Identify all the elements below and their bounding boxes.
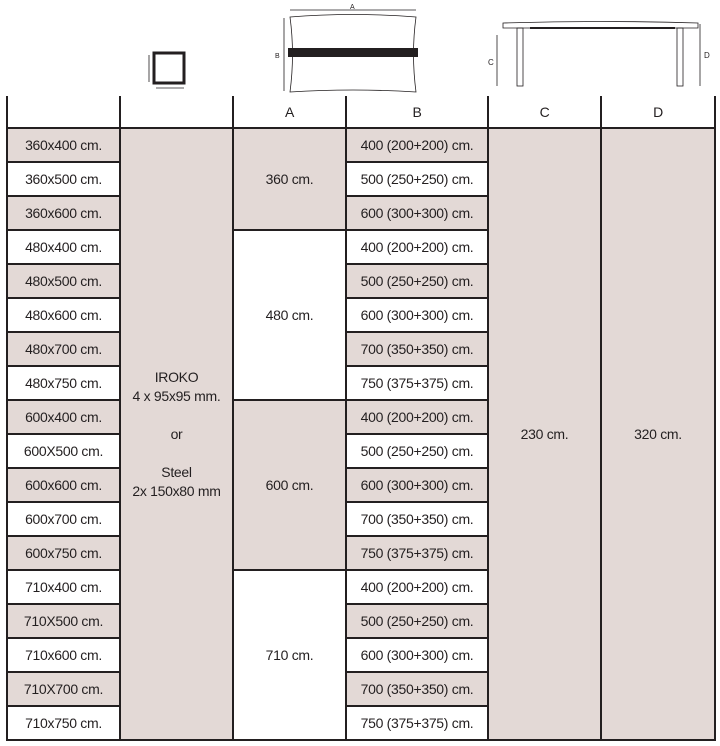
table-row: 480x700 cm. 700 (350+350) cm.: [6, 331, 715, 367]
size-cell: 360x600 cm.: [6, 195, 121, 231]
elevation-view-diagram: C D: [488, 21, 710, 87]
table-row: 480x750 cm. 750 (375+375) cm.: [6, 365, 715, 401]
table-row: 710x750 cm. 750 (375+375) cm.: [6, 705, 715, 741]
size-cell: 600X500 cm.: [6, 433, 121, 469]
material-line: 2x 150x80 mm: [132, 482, 221, 499]
a-group-cell: 710 cm.: [232, 569, 347, 741]
a-group-cell: 360 cm.: [232, 127, 347, 231]
table-row: 360x400 cm. IROKO 4 x 95x95 mm. or Steel…: [6, 127, 716, 741]
header-d: D: [600, 96, 716, 129]
size-cell: 710X500 cm.: [6, 603, 121, 639]
material-cell: IROKO 4 x 95x95 mm. or Steel 2x 150x80 m…: [119, 127, 234, 741]
d-value-cell: 320 cm.: [600, 127, 716, 741]
header-size: [6, 96, 121, 129]
size-cell: 480x750 cm.: [6, 365, 121, 401]
table-row: 360x500 cm. 500 (250+250) cm.: [6, 161, 715, 197]
header-a: A: [232, 96, 347, 129]
post-section-icon: [148, 51, 186, 89]
size-cell: 480x700 cm.: [6, 331, 121, 367]
b-cell: 400 (200+200) cm.: [345, 399, 489, 435]
plan-view-diagram: A B: [275, 4, 418, 93]
material-line: 4 x 95x95 mm.: [132, 387, 221, 404]
elev-label-c: C: [488, 58, 494, 67]
size-cell: 600x600 cm.: [6, 467, 121, 503]
header-b: B: [345, 96, 489, 129]
b-cell: 700 (350+350) cm.: [345, 331, 489, 367]
b-cell: 500 (250+250) cm.: [345, 263, 489, 299]
table-row: 360x600 cm. 600 (300+300) cm.: [6, 195, 715, 231]
size-cell: 360x400 cm.: [6, 127, 121, 163]
table-row: 710X700 cm. 700 (350+350) cm.: [6, 671, 715, 707]
table-row: 710X500 cm. 500 (250+250) cm.: [6, 603, 715, 639]
elev-label-d: D: [704, 51, 710, 60]
b-cell: 600 (300+300) cm.: [345, 637, 489, 673]
size-cell: 480x600 cm.: [6, 297, 121, 333]
dimension-diagrams: A B C D: [148, 4, 710, 93]
table-row: 480x600 cm. 600 (300+300) cm.: [6, 297, 715, 333]
table-row: 600x750 cm. 750 (375+375) cm.: [6, 535, 715, 571]
size-cell: 600x750 cm.: [6, 535, 121, 571]
b-cell: 750 (375+375) cm.: [345, 535, 489, 571]
b-cell: 750 (375+375) cm.: [345, 705, 489, 741]
size-cell: 480x500 cm.: [6, 263, 121, 299]
material-line: Steel: [161, 463, 192, 480]
c-value-cell: 230 cm.: [487, 127, 602, 741]
size-cell: 710X700 cm.: [6, 671, 121, 707]
size-cell: 600x400 cm.: [6, 399, 121, 435]
b-cell: 500 (250+250) cm.: [345, 603, 489, 639]
size-cell: 710x600 cm.: [6, 637, 121, 673]
table-row: 710x600 cm. 600 (300+300) cm.: [6, 637, 715, 673]
table-row: 600x700 cm. 700 (350+350) cm.: [6, 501, 715, 537]
table-row: 480x400 cm. 480 cm. 400 (200+200) cm.: [6, 229, 715, 401]
b-cell: 600 (300+300) cm.: [345, 195, 489, 231]
b-cell: 400 (200+200) cm.: [345, 127, 489, 163]
a-group-cell: 600 cm.: [232, 399, 347, 571]
material-line: or: [170, 425, 183, 442]
table-row: 600x600 cm. 600 (300+300) cm.: [6, 467, 715, 503]
b-cell: 700 (350+350) cm.: [345, 671, 489, 707]
material-line: IROKO: [154, 368, 199, 385]
b-cell: 700 (350+350) cm.: [345, 501, 489, 537]
b-cell: 400 (200+200) cm.: [345, 229, 489, 265]
table-row: 480x500 cm. 500 (250+250) cm.: [6, 263, 715, 299]
plan-label-b: B: [275, 53, 280, 60]
table-row: 600x400 cm. 600 cm. 400 (200+200) cm.: [6, 399, 715, 571]
b-cell: 400 (200+200) cm.: [345, 569, 489, 605]
plan-label-a: A: [350, 4, 355, 11]
b-cell: 500 (250+250) cm.: [345, 433, 489, 469]
b-cell: 600 (300+300) cm.: [345, 467, 489, 503]
b-cell: 600 (300+300) cm.: [345, 297, 489, 333]
size-cell: 480x400 cm.: [6, 229, 121, 265]
size-cell: 710x750 cm.: [6, 705, 121, 741]
header-c: C: [487, 96, 602, 129]
a-group-cell: 480 cm.: [232, 229, 347, 401]
dimension-table: A B C D 360x400 cm. IROKO 4 x 95x95 mm. …: [6, 96, 716, 741]
table-row: 600X500 cm. 500 (250+250) cm.: [6, 433, 715, 469]
header-material: [119, 96, 234, 129]
table-row: 710x400 cm. 710 cm. 400 (200+200) cm.: [6, 569, 715, 741]
size-cell: 360x500 cm.: [6, 161, 121, 197]
header-row: A B C D: [6, 96, 716, 129]
b-cell: 750 (375+375) cm.: [345, 365, 489, 401]
size-cell: 710x400 cm.: [6, 569, 121, 605]
b-cell: 500 (250+250) cm.: [345, 161, 489, 197]
size-cell: 600x700 cm.: [6, 501, 121, 537]
